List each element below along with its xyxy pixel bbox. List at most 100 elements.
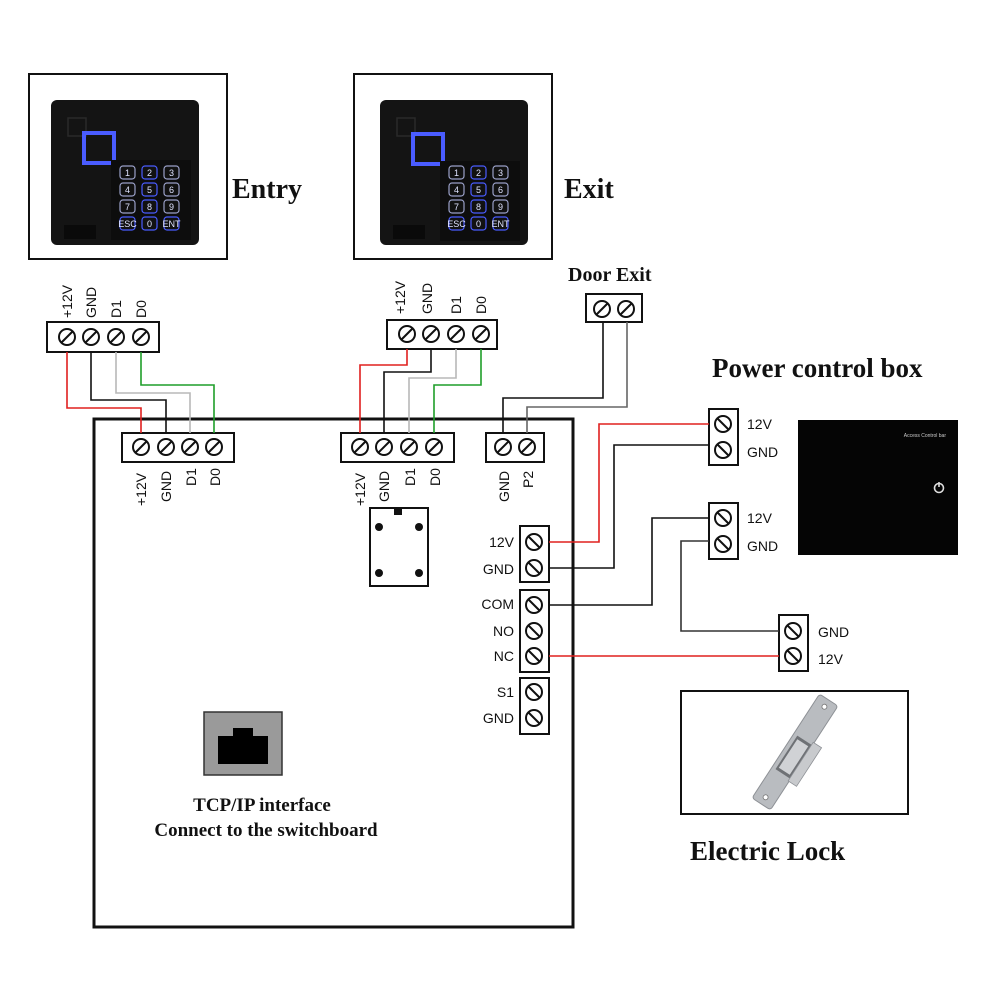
keypad-key-label: 4 <box>454 185 459 195</box>
electric-lock: GND 12V Electric Lock <box>680 614 909 866</box>
keypad-key-label: 1 <box>125 168 130 178</box>
controller-board: +12V GND D1 D0 +12V GND D1 D0 GND P2 <box>92 417 575 929</box>
power-box-device-label: Access Control bar <box>904 433 947 439</box>
board-r2-pin-gnd: GND <box>376 471 392 502</box>
power-out2-gnd: GND <box>747 538 778 554</box>
keypad-key: 3 <box>163 165 180 180</box>
keypad-key-label: ENT <box>492 219 511 229</box>
board-pin-nc: NC <box>494 648 514 664</box>
board-reader1-terminal: +12V GND D1 D0 <box>121 432 235 506</box>
keypad-key: 0 <box>470 216 487 231</box>
wire-power-12v <box>549 423 709 543</box>
power-box-title: Power control box <box>712 353 923 383</box>
board-pin-no: NO <box>493 623 514 639</box>
board-r1-pin-12v: +12V <box>133 472 149 506</box>
board-r2-pin-d0: D0 <box>427 468 443 486</box>
board-pin-power-gnd: GND <box>483 561 514 577</box>
power-output1-terminal: 12V GND <box>708 408 778 466</box>
board-r1-pin-gnd: GND <box>158 471 174 502</box>
keypad-key-label: 3 <box>498 168 503 178</box>
entry-card-sensor-icon <box>82 131 116 165</box>
keypad-key: ESC <box>447 216 466 231</box>
board-pin-power-12v: 12V <box>489 534 515 550</box>
exit-reader-terminal: +12V GND D1 D0 <box>386 280 498 350</box>
keypad-key-label: 7 <box>125 202 130 212</box>
keypad-key-label: 7 <box>454 202 459 212</box>
exit-pin-12v: +12V <box>392 280 408 314</box>
power-control-box: Power control box Access Control bar 12V… <box>708 353 958 560</box>
entry-pin-12v: +12V <box>59 284 75 318</box>
exit-label: Exit <box>564 174 614 205</box>
door-exit-label: Door Exit <box>568 264 652 286</box>
board-r2-pin-d1: D1 <box>402 468 418 486</box>
keypad-key: 2 <box>141 165 158 180</box>
lock-pin-gnd: GND <box>818 624 849 640</box>
wire-entry-d0 <box>140 352 215 433</box>
power-out1-gnd: GND <box>747 444 778 460</box>
exit-pin-d0: D0 <box>473 296 489 314</box>
entry-pin-d1: D1 <box>108 300 124 318</box>
keypad-key-label: 2 <box>147 168 152 178</box>
door-exit-button: Door Exit <box>568 264 652 323</box>
wire-exit-d1 <box>408 349 457 433</box>
keypad-key: ENT <box>163 216 181 231</box>
keypad-key: 0 <box>141 216 158 231</box>
keypad-key-label: 4 <box>125 185 130 195</box>
board-r2-pin-12v: +12V <box>352 472 368 506</box>
keypad-key-label: 6 <box>498 185 503 195</box>
keypad-key: ENT <box>492 216 511 231</box>
keypad-key: 1 <box>119 165 136 180</box>
wire-entry-gnd <box>90 352 167 433</box>
keypad-key: 4 <box>448 182 465 197</box>
keypad-key: 8 <box>470 199 487 214</box>
keypad-key: 6 <box>163 182 180 197</box>
keypad-key-label: 5 <box>147 185 152 195</box>
exit-card-sensor-icon <box>411 132 445 166</box>
tcp-sublabel: Connect to the switchboard <box>154 820 378 841</box>
exit-pin-gnd: GND <box>419 283 435 314</box>
controller-board-outline <box>92 417 575 929</box>
board-pin-button-gnd: GND <box>496 471 512 502</box>
keypad-key: 9 <box>163 199 180 214</box>
wires <box>66 322 779 657</box>
wire-exit-gnd <box>383 349 432 433</box>
keypad-key-label: 9 <box>169 202 174 212</box>
keypad-key-label: ESC <box>118 219 137 229</box>
wire-com <box>549 517 709 606</box>
board-pin-s1: S1 <box>497 684 514 700</box>
power-out1-12v: 12V <box>747 416 773 432</box>
board-pin-sensor-gnd: GND <box>483 710 514 726</box>
board-button-terminal: GND P2 <box>485 432 545 502</box>
relay-chip-icon <box>369 507 429 587</box>
keypad-key: 3 <box>492 165 509 180</box>
wire-entry-d1 <box>115 352 191 433</box>
wire-door-exit-gnd <box>502 322 604 433</box>
keypad-key: 6 <box>492 182 509 197</box>
board-reader2-terminal: +12V GND D1 D0 <box>340 432 455 506</box>
power-button-icon <box>933 482 945 494</box>
keypad-key: 5 <box>470 182 487 197</box>
keypad-key-label: 8 <box>476 202 481 212</box>
power-output2-terminal: 12V GND <box>708 502 778 560</box>
keypad-key: 8 <box>141 199 158 214</box>
keypad-key: 7 <box>119 199 136 214</box>
keypad-key-label: ESC <box>447 219 466 229</box>
keypad-key-label: 5 <box>476 185 481 195</box>
wire-door-exit-p2 <box>526 322 628 433</box>
keypad-key-label: 1 <box>454 168 459 178</box>
entry-label: Entry <box>232 174 302 205</box>
keypad-key-label: 3 <box>169 168 174 178</box>
lock-pin-12v: 12V <box>818 651 844 667</box>
board-relay-terminal: COM NO NC <box>481 589 550 673</box>
entry-pin-gnd: GND <box>83 287 99 318</box>
keypad-key: 4 <box>119 182 136 197</box>
keypad-key-label: 2 <box>476 168 481 178</box>
rj45-port-icon <box>203 711 283 776</box>
board-power-terminal: 12V GND <box>483 525 550 583</box>
entry-reader-terminal: +12V GND D1 D0 <box>46 284 160 353</box>
board-r1-pin-d1: D1 <box>183 468 199 486</box>
wire-lock-gnd <box>680 540 779 632</box>
keypad-key: 5 <box>141 182 158 197</box>
board-sensor-terminal: S1 GND <box>483 677 550 735</box>
